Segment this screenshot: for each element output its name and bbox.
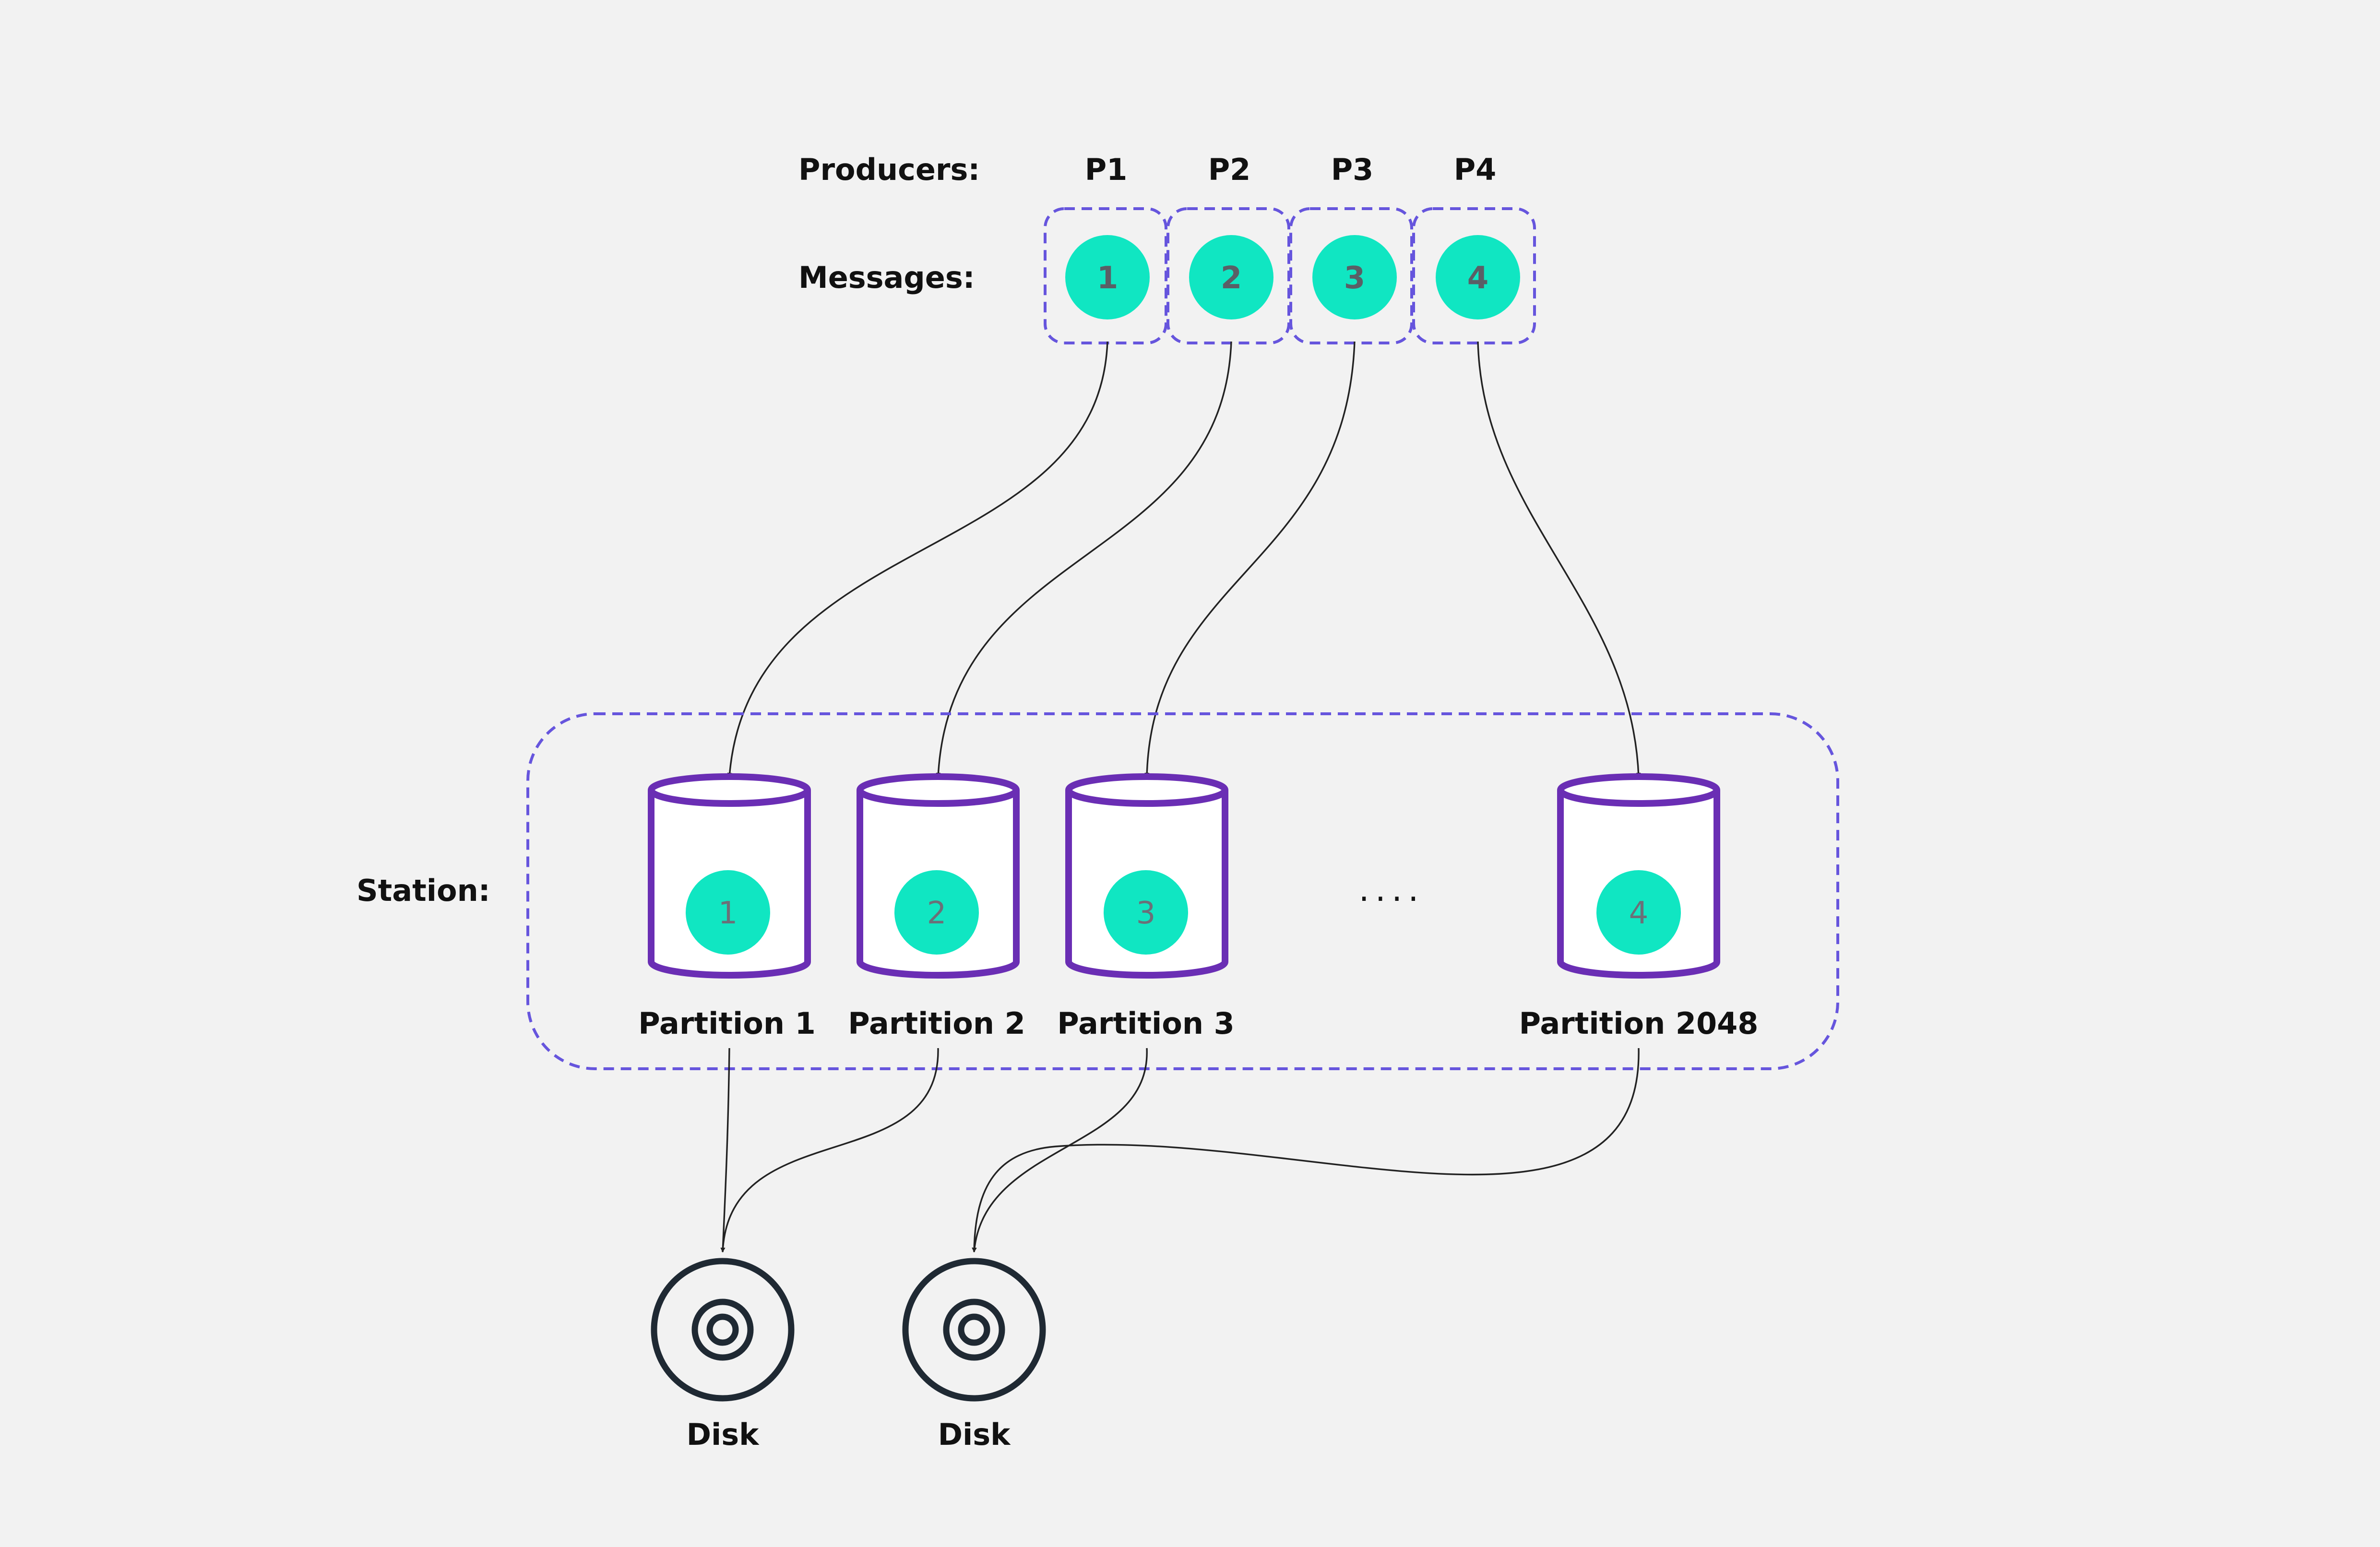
message-4-number: 4 [1467, 260, 1489, 296]
partition-3-label: Partition 3 [1057, 1006, 1234, 1041]
disk-2-label: Disk [938, 1417, 1012, 1452]
producers-label: Producers: [798, 152, 980, 187]
disk-1-label: Disk [687, 1417, 760, 1452]
producer-p1-label: P1 [1085, 152, 1128, 187]
producer-p4-label: P4 [1454, 152, 1497, 187]
producer-p3-box [1289, 207, 1413, 344]
message-3-number: 3 [1344, 260, 1366, 296]
arrow-message-1-to-partition-1 [727, 341, 1108, 778]
partition-1-message-number: 1 [718, 896, 738, 931]
disk-1-icon [651, 1258, 795, 1402]
arrow-partition-2048-to-disk-2 [972, 1048, 1640, 1252]
arrow-message-4-to-partition-2048 [1477, 341, 1641, 778]
partition-1-label: Partition 1 [638, 1006, 815, 1041]
arrow-message-2-to-partition-2 [936, 341, 1232, 778]
arrow-partition-3-to-disk-2 [972, 1048, 1148, 1252]
message-1-circle [1065, 235, 1150, 319]
message-3-circle [1312, 235, 1397, 319]
producer-p4-box [1412, 207, 1536, 344]
producer-p1-box [1044, 207, 1167, 344]
partition-2048-message-number: 4 [1629, 896, 1649, 931]
partition-2048-message-circle [1596, 870, 1681, 955]
producer-p2-box [1166, 207, 1290, 344]
messages-label: Messages: [798, 260, 975, 295]
partition-3-message-number: 3 [1136, 896, 1156, 931]
arrow-partition-2-to-disk-1 [720, 1048, 939, 1252]
arrow-partition-1-to-disk-1 [720, 1048, 730, 1252]
partition-2-label: Partition 2 [848, 1006, 1025, 1041]
message-2-circle [1189, 235, 1273, 319]
disk-2-icon [902, 1258, 1046, 1402]
producer-p2-label: P2 [1208, 152, 1251, 187]
partition-1-message-circle [686, 870, 770, 955]
partition-2-message-number: 2 [927, 896, 947, 931]
partition-3-message-circle [1104, 870, 1188, 955]
message-4-circle [1436, 235, 1520, 319]
partition-2048-label: Partition 2048 [1519, 1006, 1759, 1041]
partitions-ellipsis: .... [1358, 870, 1424, 909]
producer-p3-label: P3 [1331, 152, 1374, 187]
station-label: Station: [357, 873, 490, 908]
message-2-number: 2 [1221, 260, 1242, 296]
station-box [526, 712, 1839, 1070]
message-1-number: 1 [1097, 260, 1119, 296]
arrow-message-3-to-partition-3 [1144, 341, 1356, 778]
partition-2-message-circle [894, 870, 979, 955]
